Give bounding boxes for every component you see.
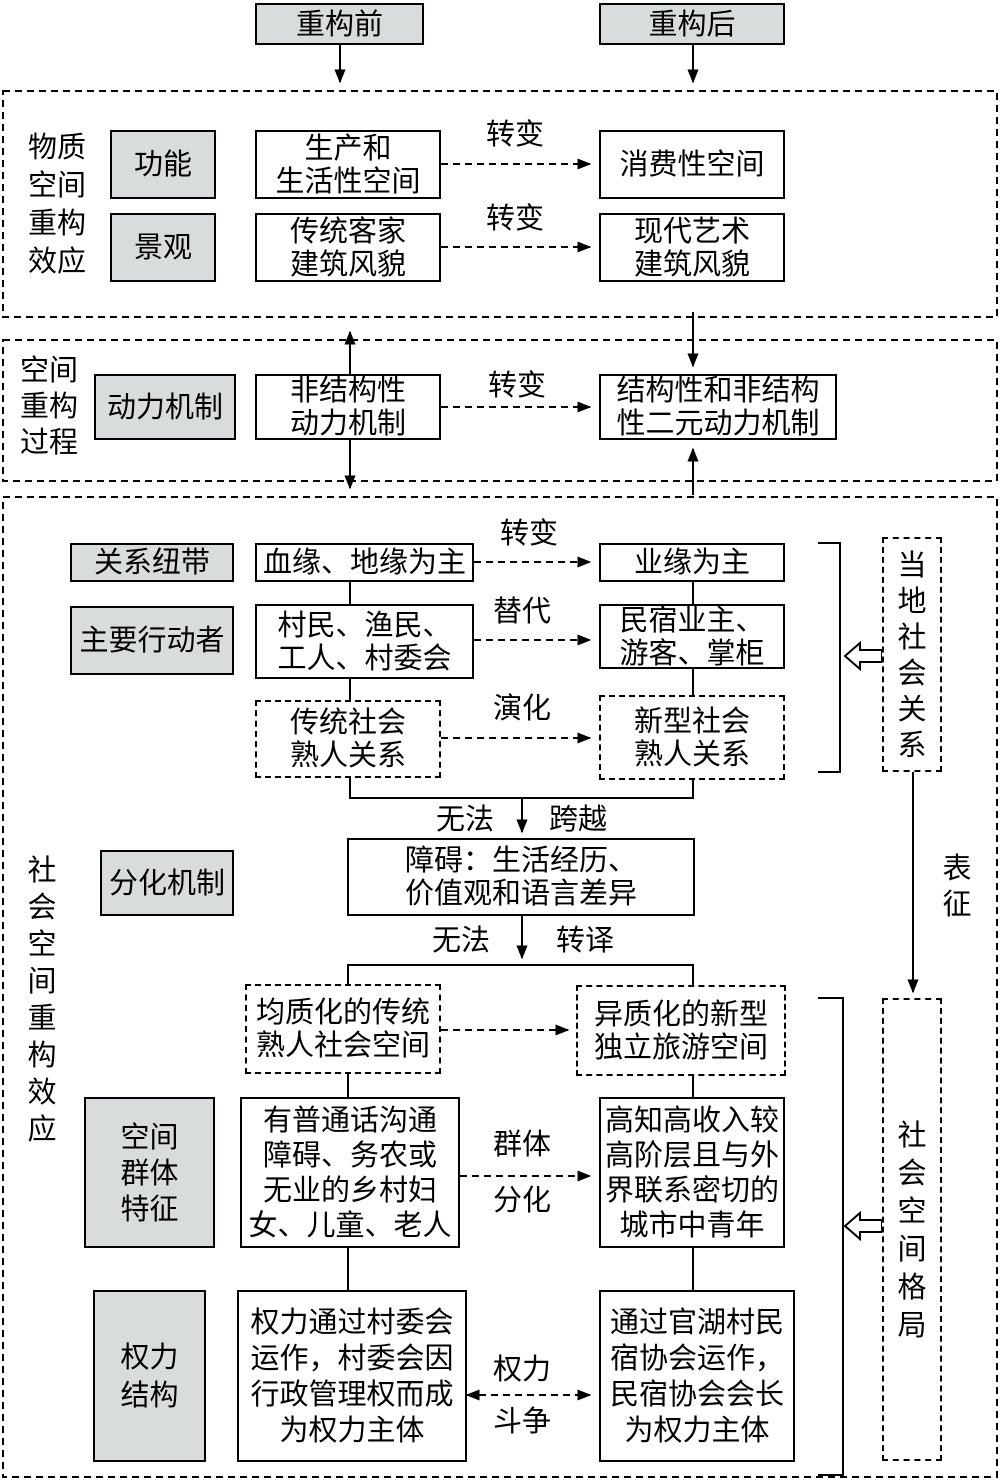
dynamics-label: 动力机制 [94, 374, 236, 440]
actors-after-box: 民宿业主、 游客、掌柜 [599, 603, 785, 669]
cross-left-label: 无法 [435, 802, 494, 836]
power-after-box: 通过官湖村民 宿协会运作， 民宿协会会长 为权力主体 [599, 1290, 795, 1462]
power-change-bottom-label: 斗争 [492, 1404, 551, 1438]
landscape-change-label: 转变 [485, 201, 544, 235]
actors-before-box: 村民、渔民、 工人、村委会 [255, 604, 474, 679]
space-before-box: 均质化的传统 熟人社会空间 [245, 984, 441, 1074]
group-change-bottom-label: 分化 [492, 1183, 551, 1217]
material-section-frame [2, 90, 998, 318]
social-pattern-box: 社 会 空 间 格 局 [882, 998, 942, 1461]
group-after-box: 高知高收入较 高阶层且与外 界联系密切的 城市中青年 [599, 1097, 785, 1248]
translate-left-label: 无法 [431, 923, 490, 957]
bond-change-label: 转变 [499, 516, 558, 550]
differentiation-label: 分化机制 [100, 850, 234, 916]
bond-label: 关系纽带 [70, 543, 234, 582]
bond-before-box: 血缘、地缘为主 [255, 543, 474, 582]
process-section-frame [2, 339, 998, 482]
hollow-arrow-lower [843, 1210, 883, 1242]
barrier-box: 障碍：生活经历、 价值观和语言差异 [347, 838, 695, 916]
bracket-lower [818, 997, 844, 1476]
landscape-label: 景观 [110, 213, 216, 282]
function-label: 功能 [110, 130, 216, 199]
function-change-label: 转变 [485, 117, 544, 151]
power-change-top-label: 权力 [492, 1352, 551, 1386]
relation-before-box: 传统社会 熟人关系 [255, 700, 441, 778]
before-header: 重构前 [255, 3, 424, 45]
dynamics-before-box: 非结构性 动力机制 [255, 374, 441, 440]
social-section-frame [2, 496, 998, 1478]
relation-after-box: 新型社会 熟人关系 [599, 695, 785, 780]
landscape-after-box: 现代艺术 建筑风貌 [599, 213, 785, 282]
group-before-box: 有普通话沟通 障碍、务农或 无业的乡村妇 女、儿童、老人 [240, 1097, 460, 1248]
dynamics-change-label: 转变 [487, 368, 546, 402]
cross-right-label: 跨越 [548, 802, 607, 836]
function-before-box: 生产和 生活性空间 [255, 130, 441, 199]
space-after-box: 异质化的新型 独立旅游空间 [576, 985, 786, 1076]
represent-label: 表 征 [942, 851, 972, 921]
group-change-top-label: 群体 [492, 1127, 551, 1161]
translate-right-label: 转译 [555, 923, 614, 957]
actors-change-label: 替代 [492, 594, 551, 628]
bracket-upper [818, 542, 841, 773]
bond-after-box: 业缘为主 [599, 543, 785, 582]
process-section-title: 空间 重构 过程 [19, 353, 78, 459]
material-section-title: 物质 空间 重构 效应 [27, 130, 86, 278]
landscape-before-box: 传统客家 建筑风貌 [255, 213, 441, 282]
social-section-title: 社 会 空 间 重 构 效 应 [27, 853, 57, 1146]
after-header: 重构后 [599, 3, 785, 45]
actors-label: 主要行动者 [70, 606, 234, 675]
group-label: 空间 群体 特征 [84, 1097, 215, 1248]
relation-change-label: 演化 [492, 691, 551, 725]
function-after-box: 消费性空间 [599, 130, 785, 199]
power-label: 权力 结构 [93, 1290, 206, 1462]
hollow-arrow-upper [843, 640, 883, 672]
local-relations-box: 当 地 社 会 关 系 [882, 537, 942, 772]
dynamics-after-box: 结构性和非结构 性二元动力机制 [599, 374, 837, 440]
power-before-box: 权力通过村委会 运作，村委会因 行政管理权而成 为权力主体 [237, 1290, 467, 1462]
